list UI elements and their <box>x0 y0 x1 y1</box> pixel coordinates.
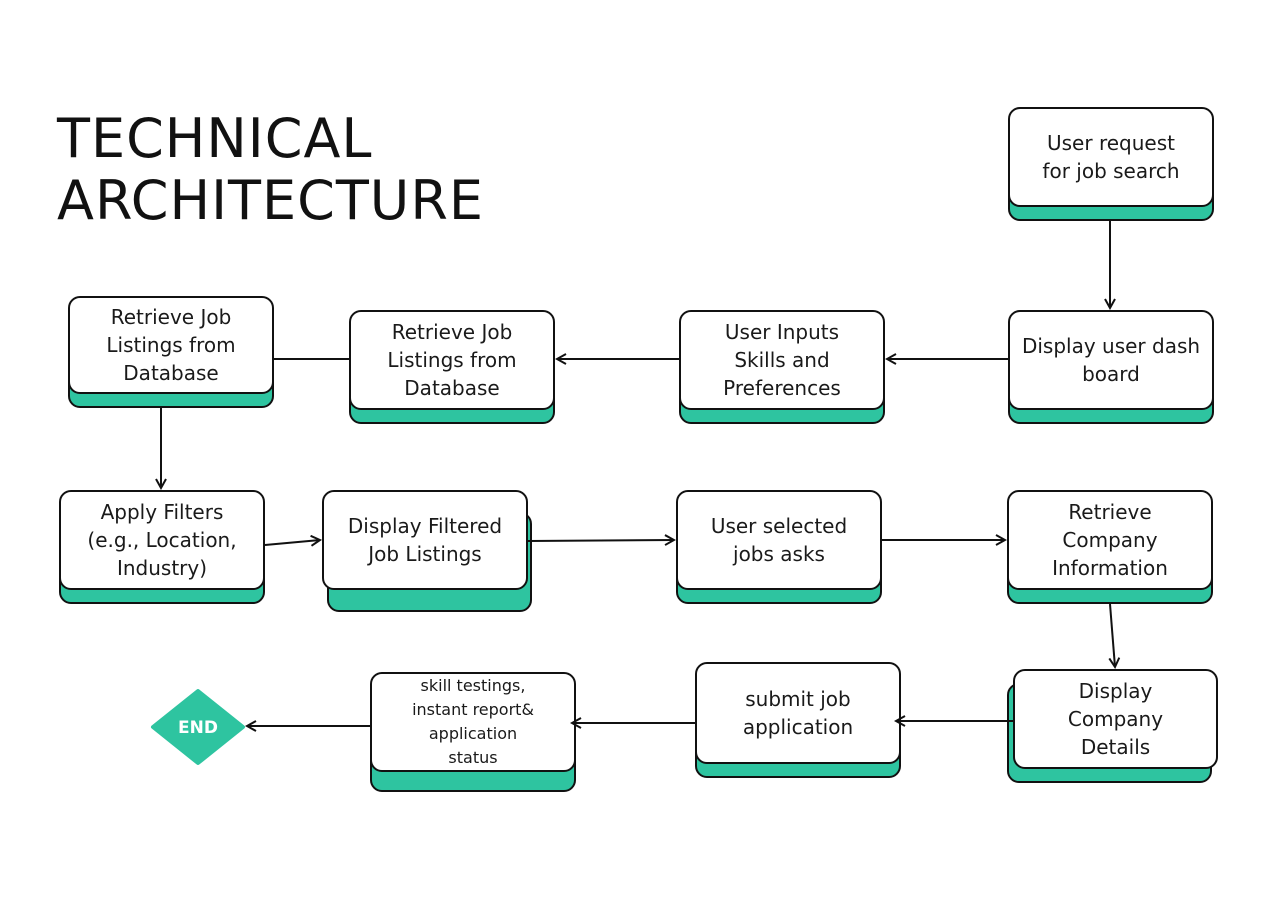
end-diamond <box>151 689 245 765</box>
node-label: Display Filtered Job Listings <box>322 490 528 590</box>
node-user-inputs: User Inputs Skills and Preferences <box>679 310 885 424</box>
node-user-selected: User selected jobs asks <box>676 490 882 604</box>
end-label: END <box>178 718 218 738</box>
node-retrieve-listings-1: Retrieve Job Listings from Database <box>68 296 274 408</box>
node-display-company: Display Company Details <box>1007 669 1218 783</box>
node-retrieve-company: Retrieve Company Information <box>1007 490 1213 604</box>
node-retrieve-listings-2: Retrieve Job Listings from Database <box>349 310 555 424</box>
node-label: Retrieve Job Listings from Database <box>349 310 555 410</box>
node-label: User selected jobs asks <box>676 490 882 590</box>
node-user-request: User request for job search <box>1008 107 1214 221</box>
node-label: submit job application <box>695 662 901 764</box>
arrow-display-to-selected <box>527 540 674 541</box>
node-display-filtered: Display Filtered Job Listings <box>322 490 532 612</box>
node-submit-application: submit job application <box>695 662 901 778</box>
node-label: Display user dash board <box>1008 310 1214 410</box>
node-skill-testing: skill testings, instant report& applicat… <box>370 672 576 792</box>
arrow-company-to-details <box>1110 603 1115 667</box>
node-label: User Inputs Skills and Preferences <box>679 310 885 410</box>
node-label: skill testings, instant report& applicat… <box>370 672 576 772</box>
diagram-title: TECHNICAL ARCHITECTURE <box>57 107 484 232</box>
node-label: Retrieve Job Listings from Database <box>68 296 274 394</box>
node-label: Apply Filters (e.g., Location, Industry) <box>59 490 265 590</box>
node-apply-filters: Apply Filters (e.g., Location, Industry) <box>59 490 265 604</box>
arrow-filters-to-display <box>264 540 320 545</box>
node-label: User request for job search <box>1008 107 1214 207</box>
node-label: Retrieve Company Information <box>1007 490 1213 590</box>
node-label: Display Company Details <box>1013 669 1218 769</box>
node-display-dashboard: Display user dash board <box>1008 310 1214 424</box>
